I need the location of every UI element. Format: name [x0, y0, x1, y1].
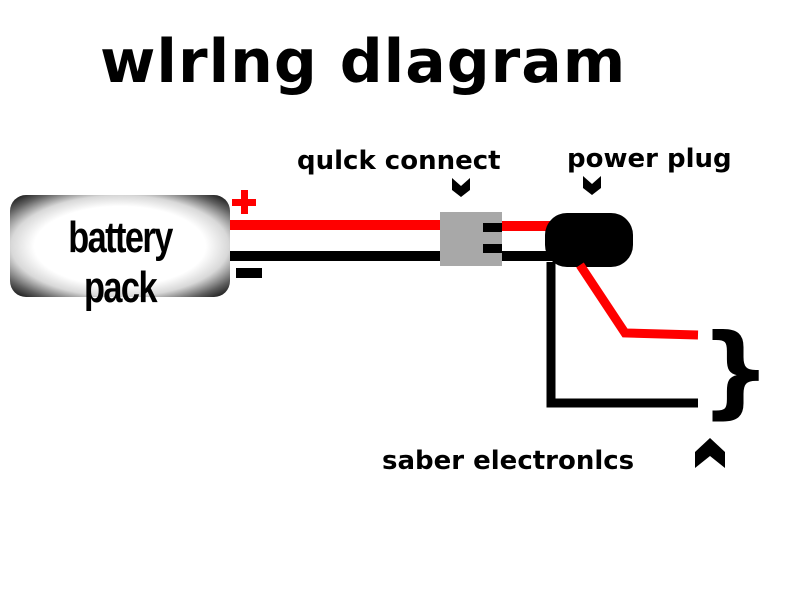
battery-pack: battery pack: [10, 195, 230, 312]
brace-icon: }: [700, 312, 771, 429]
quick-connect-pin: [483, 244, 502, 253]
power-plug: [545, 213, 633, 267]
positive-wire-segment: [230, 220, 440, 230]
battery-pack-label: battery pack: [68, 213, 173, 312]
negative-wire-segment: [502, 251, 552, 261]
power-plug-label: power plug: [567, 144, 732, 174]
negative-output-wire: [546, 262, 698, 408]
quick-connect-arrow-icon: [452, 178, 470, 197]
quick-connect-label: qulck connect: [297, 146, 501, 176]
negative-sign-icon: [236, 268, 262, 278]
positive-wire-segment: [502, 221, 552, 231]
quick-connect: [440, 212, 502, 266]
quick-connect-pin: [483, 223, 502, 232]
diagram-title: wlrlng dlagram: [100, 27, 627, 97]
power-plug-arrow-icon: [583, 176, 601, 195]
negative-wire-segment: [230, 251, 440, 261]
saber-electronics-label: saber electronlcs: [382, 446, 635, 476]
positive-output-wire: [576, 262, 699, 340]
saber-electronics-arrow-icon: [695, 438, 725, 468]
positive-sign-icon: [232, 190, 256, 214]
